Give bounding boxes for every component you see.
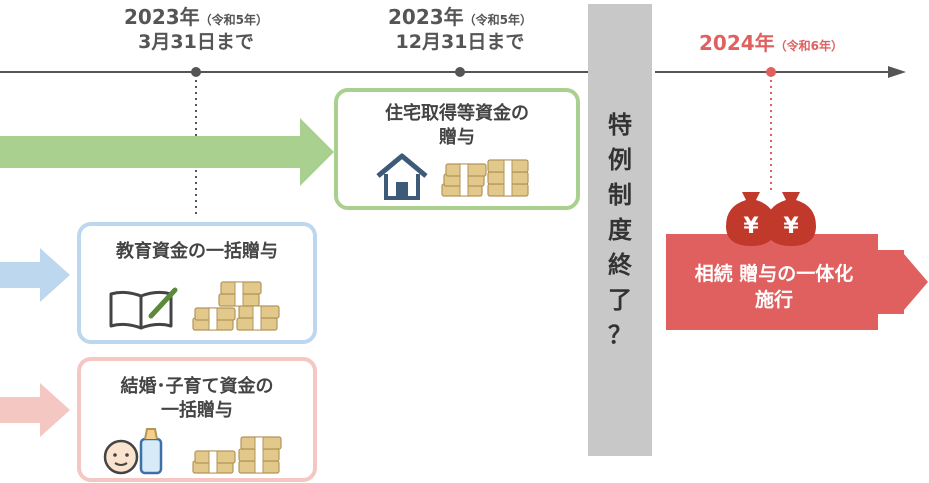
date-label-1: 2023年（令和5年） 3月31日まで bbox=[96, 4, 296, 55]
special-end-char: 特 bbox=[608, 111, 632, 139]
marriage-title-line2: 一括贈与 bbox=[161, 400, 233, 422]
money-bundles-icon bbox=[441, 159, 529, 197]
special-end-char: 制 bbox=[608, 181, 632, 209]
yen-symbol: ¥ bbox=[783, 214, 799, 239]
money-bundles-icon bbox=[192, 436, 282, 474]
date-label-2: 2023年（令和5年） 12月31日まで bbox=[360, 4, 560, 55]
date3-era: （令和6年） bbox=[774, 39, 844, 53]
yen-symbol: ¥ bbox=[743, 214, 759, 239]
education-arrow bbox=[0, 248, 70, 302]
housing-title-line2: 贈与 bbox=[439, 127, 475, 149]
special-end-char: 終 bbox=[608, 251, 632, 279]
housing-box: 住宅取得等資金の 贈与 bbox=[334, 88, 580, 210]
integration-line2: 施行 bbox=[754, 288, 793, 311]
timeline-marker-1 bbox=[191, 67, 201, 77]
date1-era: （令和5年） bbox=[199, 13, 269, 27]
marriage-arrow bbox=[0, 383, 70, 437]
money-bundles-icon bbox=[192, 281, 280, 331]
housing-title-line1: 住宅取得等資金の bbox=[385, 103, 529, 124]
date2-era: （令和5年） bbox=[463, 13, 533, 27]
house-icon bbox=[376, 153, 428, 200]
special-end-text: 特 例 制 度 終 了 ？ bbox=[588, 108, 652, 353]
date2-year: 2023年 bbox=[387, 5, 464, 29]
education-title: 教育資金の一括贈与 bbox=[116, 241, 278, 262]
special-end-char: 例 bbox=[608, 146, 632, 174]
integration-line1: 相続 贈与の一体化 bbox=[694, 263, 854, 285]
money-bags-icon: ¥ ¥ bbox=[726, 192, 816, 246]
integration-label: 相続 贈与の一体化 施行 bbox=[666, 262, 882, 313]
integration-arrow bbox=[666, 234, 928, 330]
special-end-char: 度 bbox=[608, 216, 632, 244]
timeline-marker-2 bbox=[455, 67, 465, 77]
timeline-marker-3 bbox=[766, 67, 776, 77]
housing-title: 住宅取得等資金の 贈与 bbox=[338, 102, 576, 151]
special-end-char: 了 bbox=[608, 286, 632, 314]
date3-year: 2024年 bbox=[698, 31, 775, 55]
marriage-box: 結婚･子育て資金の 一括贈与 bbox=[77, 357, 317, 482]
timeline-arrowhead bbox=[888, 66, 906, 78]
special-end-bar: 特 例 制 度 終 了 ？ bbox=[588, 4, 652, 456]
date-label-3: 2024年（令和6年） bbox=[671, 30, 871, 56]
date2-day: 12月31日まで bbox=[395, 31, 525, 53]
date1-year: 2023年 bbox=[123, 5, 200, 29]
marriage-title: 結婚･子育て資金の 一括贈与 bbox=[81, 375, 313, 424]
special-end-char: ？ bbox=[608, 321, 632, 349]
date1-day: 3月31日まで bbox=[138, 31, 254, 53]
housing-arrow bbox=[0, 118, 334, 186]
education-box: 教育資金の一括贈与 bbox=[77, 222, 317, 344]
baby-bottle-icon bbox=[103, 428, 163, 475]
marriage-title-line1: 結婚･子育て資金の bbox=[120, 376, 274, 397]
notebook-pen-icon bbox=[109, 287, 178, 330]
